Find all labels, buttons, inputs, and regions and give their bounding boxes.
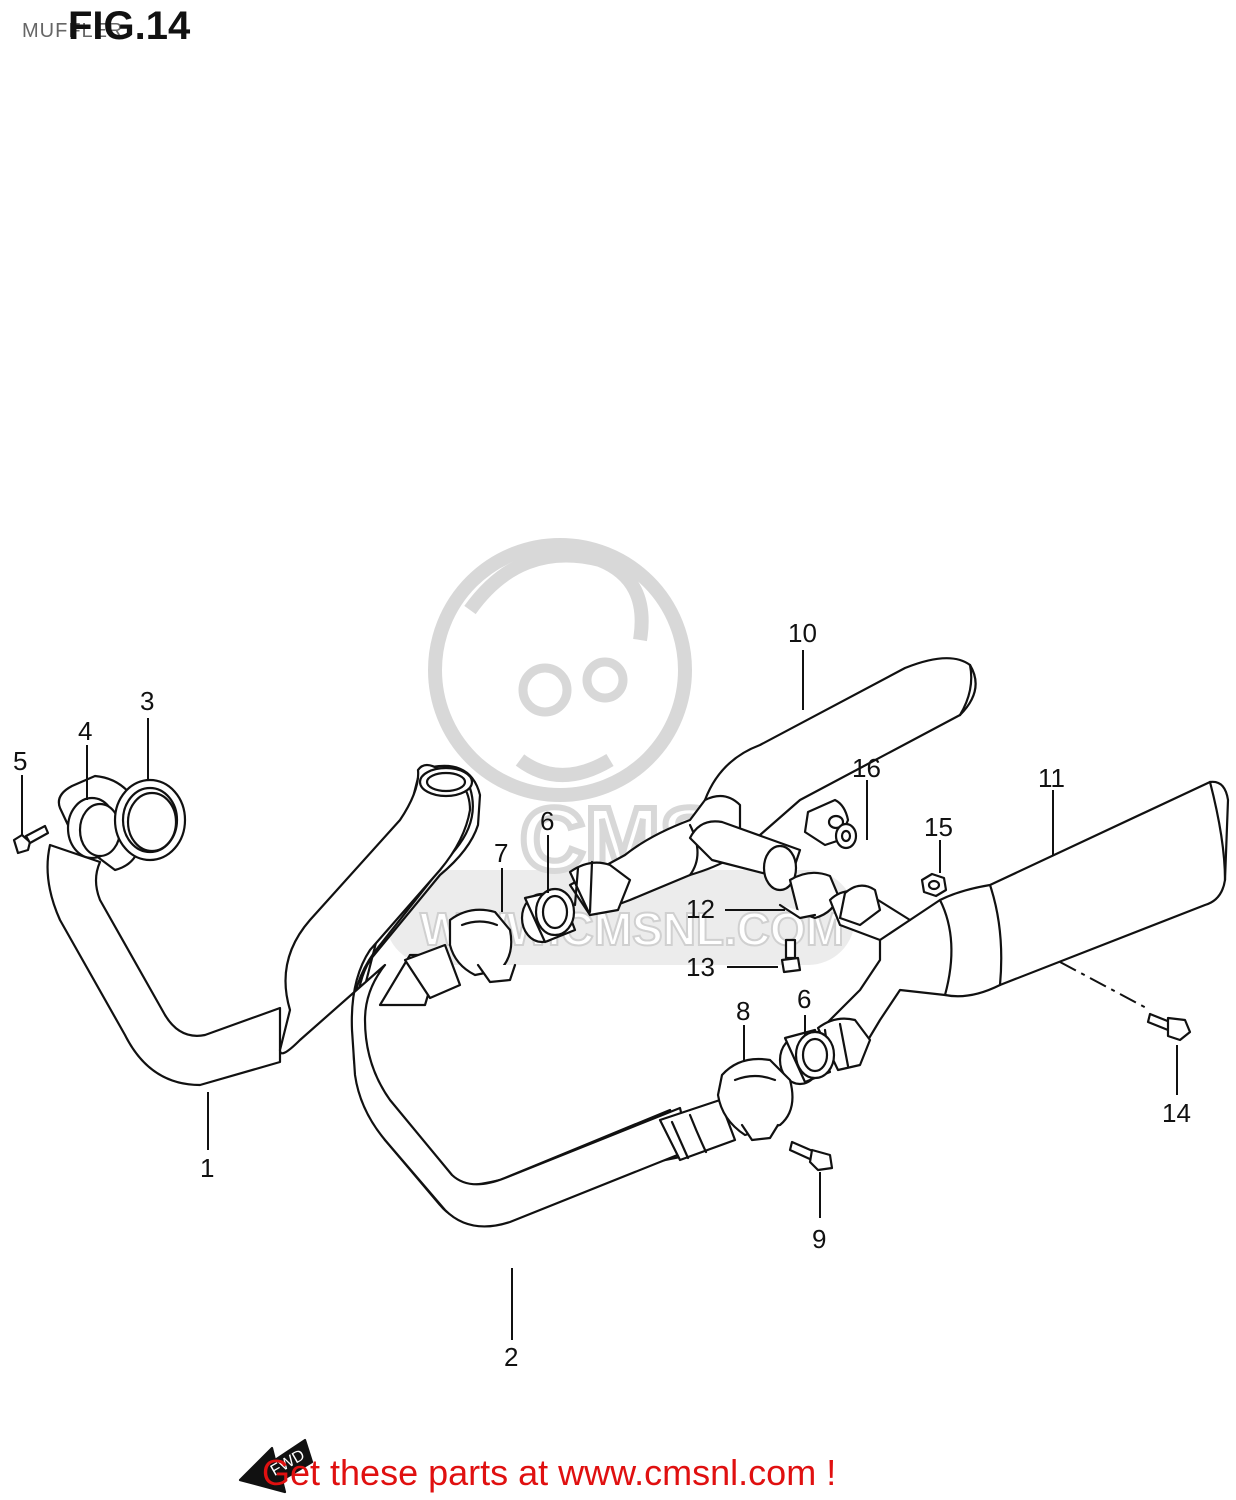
callout-7: 7 (494, 838, 508, 868)
callout-14: 14 (1162, 1098, 1191, 1128)
callout-5: 5 (13, 746, 27, 776)
diagram-subtitle: MUFFLER (22, 20, 124, 42)
exhaust-gasket (113, 778, 187, 862)
rear-exhaust-pipe (278, 763, 737, 1228)
pipe-clamp-lower (716, 1057, 794, 1142)
callout-12: 12 (686, 894, 715, 924)
fwd-arrow-icon (238, 1438, 314, 1494)
pipe-clamp-upper (448, 908, 517, 984)
clamp-bolt (780, 938, 802, 974)
callout-1: 1 (200, 1153, 214, 1183)
upper-muffler (568, 657, 977, 917)
callout-13: 13 (686, 952, 715, 982)
callout-8: 8 (736, 996, 750, 1026)
callout-15: 15 (924, 812, 953, 842)
callout-9: 9 (812, 1224, 826, 1254)
figure-title: FIG.14 (68, 4, 191, 48)
callout-3: 3 (140, 686, 154, 716)
callout-4: 4 (78, 716, 92, 746)
callout-6-lower: 6 (797, 984, 811, 1014)
pipe-connector-ring-lower (778, 1028, 836, 1086)
leader-lines (21, 650, 1178, 1340)
footer-promo-link[interactable]: Get these parts at www.cmsnl.com ! (262, 1452, 837, 1493)
muffler-mount-bolt (1146, 1012, 1192, 1042)
front-exhaust-pipe (46, 843, 282, 1087)
callout-10: 10 (788, 618, 817, 648)
callout-16: 16 (852, 753, 881, 783)
muffler-nut (920, 872, 948, 898)
callout-2: 2 (504, 1342, 518, 1372)
flange-bolt (12, 824, 50, 855)
muffler-bracket (803, 798, 858, 850)
callout-labels: 1 2 3 4 5 6 6 7 8 9 10 11 12 13 14 15 16 (13, 618, 1191, 1372)
callout-6-upper: 6 (540, 806, 554, 836)
lower-muffler (813, 780, 1230, 1072)
clamp-bolt-lower (788, 1140, 834, 1172)
pipe-connector-ring-upper (520, 887, 577, 944)
callout-11: 11 (1038, 763, 1065, 793)
